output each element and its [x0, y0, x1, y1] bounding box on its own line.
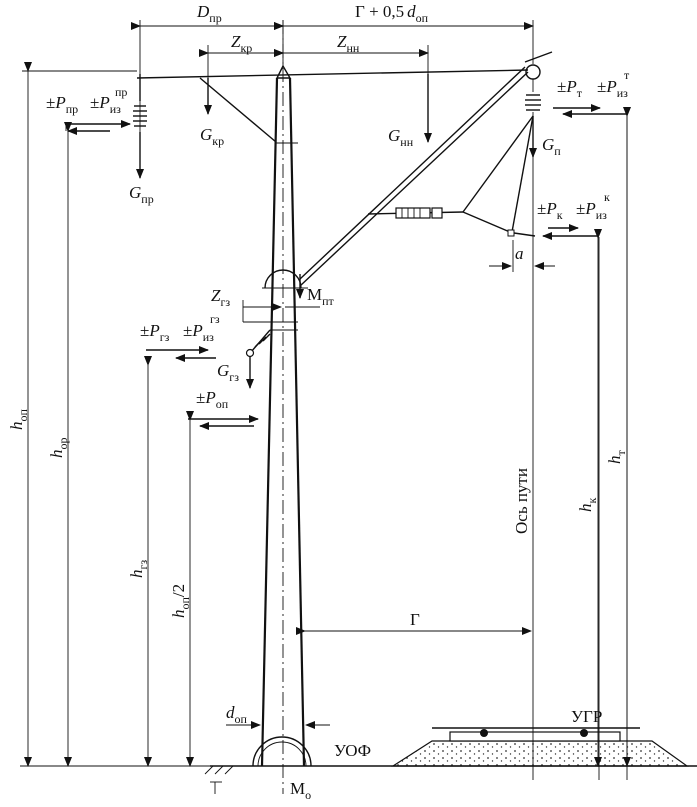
label-p-iz-gz-sup: гз: [210, 312, 220, 326]
label-h-gz: hгз: [127, 560, 150, 578]
label-h-t: hт: [605, 450, 628, 465]
label-g-gz: Gгз: [217, 361, 239, 384]
label-p-iz-pr: ±Pиз: [90, 93, 121, 116]
label-h-op: hоп: [7, 409, 30, 431]
feeder-bracket: [136, 69, 529, 144]
label-uof: УОФ: [334, 741, 371, 760]
label-p-k: ±Pк: [537, 199, 563, 222]
label-track-axis: Ось пути: [512, 468, 531, 534]
label-h-op-half: hоп/2: [169, 584, 192, 618]
label-z-nn: Zнн: [337, 32, 360, 55]
label-d-pr: Dпр: [196, 2, 222, 25]
label-g-pr: Gпр: [129, 183, 154, 206]
label-d-op: dоп: [226, 703, 248, 726]
label-m-o: Мо: [290, 779, 311, 802]
dimension-lines: [131, 20, 555, 729]
ballast-prism: [390, 740, 689, 767]
pole: [260, 20, 306, 794]
label-p-gz: ±Pгз: [140, 321, 170, 344]
label-m-pt: Мпт: [307, 285, 335, 308]
label-ugr: УГР: [571, 707, 602, 726]
label-g-nn: Gнн: [388, 126, 414, 149]
label-p-pr: ±Pпр: [46, 93, 78, 116]
label-p-iz-pr-sup: пр: [115, 85, 127, 99]
label-z-kr: Zкр: [231, 32, 252, 55]
force-arrows: [65, 74, 627, 430]
label-z-gz: Zгз: [211, 286, 230, 309]
label-h-or: hор: [47, 438, 70, 459]
label-p-iz-t: ±Pиз: [597, 77, 628, 100]
label-p-iz-t-sup: т: [624, 68, 630, 82]
label-p-iz-k-sup: к: [604, 190, 610, 204]
cantilever: [262, 51, 553, 289]
label-g-p: Gп: [542, 135, 561, 158]
height-lines: [20, 62, 631, 767]
ground: [204, 765, 697, 794]
label-h-k: hк: [576, 498, 599, 513]
label-p-t: ±Pт: [557, 77, 583, 100]
label-p-iz-gz: ±Pиз: [183, 321, 214, 344]
feeder-insulator: [133, 101, 147, 132]
label-p-op: ±Pоп: [196, 388, 229, 411]
label-g-kr: Gкр: [200, 125, 224, 148]
label-g-span: Г: [410, 610, 420, 629]
ground-wire-bracket: [243, 321, 298, 358]
label-p-iz-k: ±Pиз: [576, 199, 607, 222]
rail-track: [432, 727, 640, 742]
label-a: a: [515, 244, 524, 263]
